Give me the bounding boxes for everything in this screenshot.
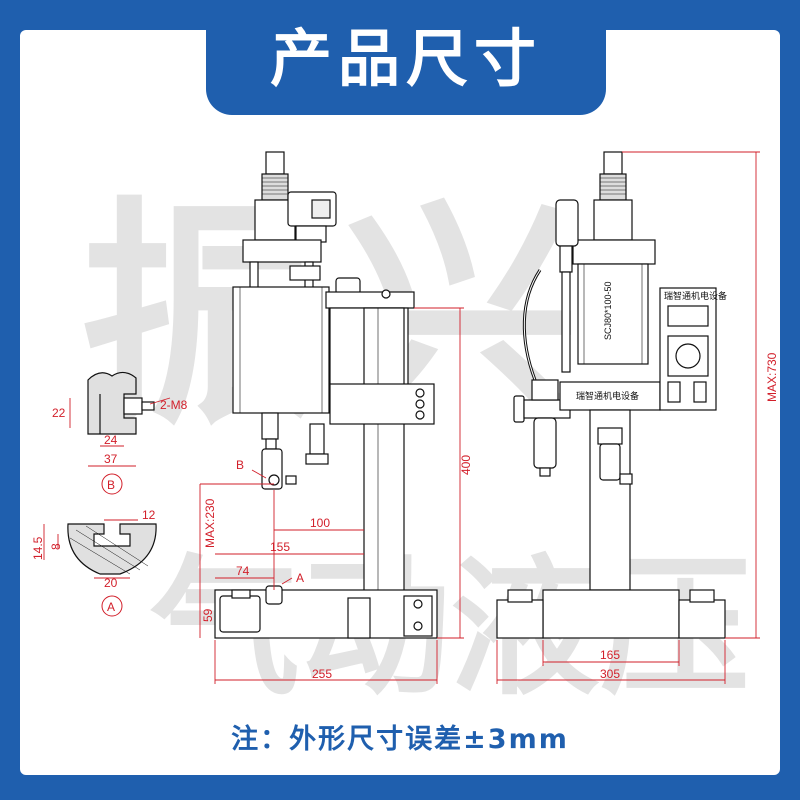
page-title: 产品尺寸 <box>269 22 542 95</box>
dim-165: 165 <box>600 648 620 662</box>
detail-b-screw: 2-M8 <box>160 398 188 412</box>
front-view <box>214 151 438 639</box>
detail-b-width: 37 <box>104 452 118 466</box>
dim-400: 400 <box>459 455 473 475</box>
detail-b-slot: 24 <box>104 433 118 447</box>
dim-59: 59 <box>201 608 215 622</box>
detail-b-marker: B <box>107 478 115 492</box>
front-callout-b: B <box>236 458 244 472</box>
dim-100: 100 <box>310 516 330 530</box>
detail-a-height: 14.5 <box>31 536 45 560</box>
detail-b-marker-ring <box>101 473 123 495</box>
dim-155: 155 <box>270 540 290 554</box>
detail-a-marker: A <box>107 600 115 614</box>
tolerance-note: 注：外形尺寸误差±3mm <box>231 724 569 755</box>
front-callout-a: A <box>296 571 304 585</box>
dim-74: 74 <box>236 564 250 578</box>
side-dim-lines <box>496 151 760 684</box>
dim-255: 255 <box>312 667 332 681</box>
dim-max730: MAX:730 <box>765 352 779 402</box>
nameplate-label: 瑞智通机电设备 <box>576 390 639 401</box>
dim-305: 305 <box>600 667 620 681</box>
detail-b-drawing <box>87 371 155 435</box>
dim-max230: MAX:230 <box>203 498 217 548</box>
front-dim-lines <box>199 307 464 684</box>
detail-b-height: 22 <box>52 406 66 420</box>
side-view <box>496 151 726 639</box>
title-tab <box>206 0 606 115</box>
controller-header-label: 瑞智通机电设备 <box>664 290 727 301</box>
cylinder-model-label: SCJ80*100-50 <box>603 281 613 340</box>
detail-a-bottom: 20 <box>104 576 118 590</box>
detail-a-top: 12 <box>142 508 156 522</box>
detail-a-drawing <box>67 523 157 575</box>
detail-a-marker-ring <box>101 595 123 617</box>
detail-a-slot-height: 8 <box>49 543 63 550</box>
detail-a-dims <box>43 519 138 579</box>
detail-b-dims <box>69 397 171 467</box>
